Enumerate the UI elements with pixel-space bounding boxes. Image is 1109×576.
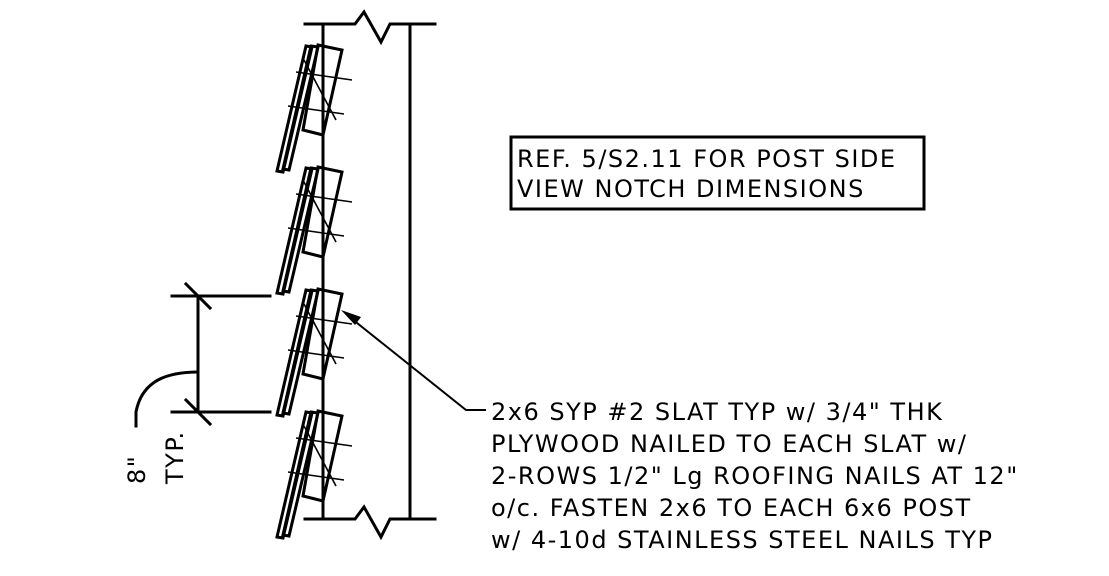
nail-line	[295, 71, 353, 81]
tick-bottom	[183, 397, 213, 427]
slat-block	[301, 43, 344, 137]
slat-callout-leader	[341, 310, 486, 411]
slat-diagonal	[303, 59, 337, 121]
slat	[275, 409, 353, 540]
slat	[275, 43, 353, 174]
reference-note-line-1: REF. 5/S2.11 FOR POST SIDE	[517, 145, 897, 173]
dimension-leader	[134, 370, 200, 428]
slat-block	[301, 287, 344, 381]
slat-diagonal	[303, 303, 337, 365]
leader-line	[346, 314, 486, 411]
leader-arrowhead	[341, 310, 361, 325]
slat-note-line-3: 2-ROWS 1/2" Lg ROOFING NAILS AT 12"	[491, 462, 1019, 490]
plywood-inner	[281, 44, 320, 172]
reference-note-line-2: VIEW NOTCH DIMENSIONS	[517, 175, 865, 203]
slat-note-line-4: o/c. FASTEN 2x6 TO EACH 6x6 POST	[491, 494, 972, 522]
post	[303, 9, 437, 541]
plywood-inner	[281, 166, 320, 294]
nail-line	[287, 471, 345, 481]
tick-top	[183, 281, 213, 311]
dimension-typ-label: TYP.	[161, 430, 189, 485]
nail-line	[295, 315, 353, 325]
slat	[275, 287, 353, 418]
slat-block	[301, 165, 344, 259]
slat-note-line-1: 2x6 SYP #2 SLAT TYP w/ 3/4" THK	[491, 398, 943, 426]
bottom-break-line	[303, 504, 437, 541]
nail-line	[295, 193, 353, 203]
nail-line	[287, 227, 345, 237]
slat-diagonal	[303, 181, 337, 243]
slat-block	[301, 409, 344, 503]
plywood-inner	[281, 410, 320, 538]
nail-line	[287, 349, 345, 359]
top-break-line	[303, 9, 437, 46]
slat	[275, 165, 353, 296]
dimension-value: 8"	[123, 455, 151, 484]
nail-line	[295, 437, 353, 447]
slat-note-line-2: PLYWOOD NAILED TO EACH SLAT w/	[491, 430, 968, 458]
reference-note-box	[509, 135, 926, 211]
slat-note-line-5: w/ 4-10d STAINLESS STEEL NAILS TYP	[491, 526, 994, 554]
spacing-dimension: 8" TYP.	[123, 281, 272, 485]
nail-line	[287, 105, 345, 115]
slat-note: 2x6 SYP #2 SLAT TYP w/ 3/4" THK PLYWOOD …	[491, 398, 1019, 554]
slat-diagonal	[303, 425, 337, 487]
reference-note: REF. 5/S2.11 FOR POST SIDE VIEW NOTCH DI…	[509, 135, 926, 211]
plywood-inner	[281, 288, 320, 416]
